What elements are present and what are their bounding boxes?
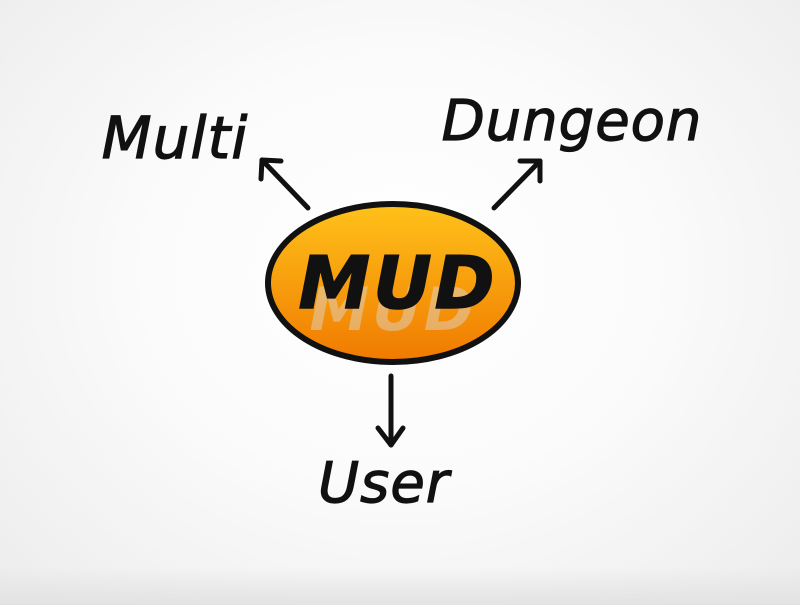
branch-label-multi: Multi — [102, 104, 249, 172]
center-reflection: MUD — [309, 275, 476, 345]
arrow-to-dungeon — [491, 158, 543, 211]
center-label: MUD — [299, 241, 498, 325]
bottom-shade — [0, 567, 800, 605]
arrow-to-user — [375, 373, 406, 448]
center-ellipse — [265, 201, 521, 365]
branch-label-dungeon: Dungeon — [442, 89, 703, 154]
branch-label-user: User — [318, 451, 452, 516]
arrow-to-multi — [258, 157, 311, 211]
